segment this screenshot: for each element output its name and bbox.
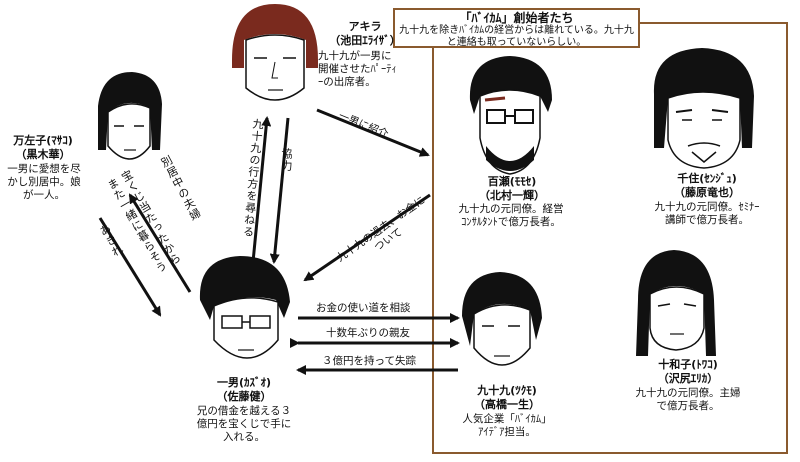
tsukumo-portrait [462,272,542,366]
towako-portrait [636,250,716,356]
label-consult: お金の使い道を相談 [316,302,411,314]
kazuo-name-block: 一男(ｶｽﾞｵ) （佐藤健） [194,376,294,404]
momose-description: 九十九の元同僚。経営ｺﾝｻﾙﾀﾝﾄで億万長者。 [458,203,564,228]
arrow-ask-whereabouts [251,116,272,263]
tsukumo-name-block: 九十九(ﾂｸﾓ) （高橋一生） [462,384,552,412]
kazuo-portrait [199,256,290,359]
kazuo-actor: （佐藤健） [216,390,272,403]
momose-name-block: 百瀬(ﾓﾓｾ) （北村一輝） [462,175,562,203]
masako-portrait [98,72,162,160]
akira-description: 九十九が一男に開催させたﾊﾟｰﾃｨｰの出席者。 [318,50,397,88]
founders-group-header: 「ﾊﾞｲｶﾑ」創始者たち 九十九を除きﾊﾞｲｶﾑの経営からは離れている。九十九と… [393,8,640,48]
kazuo-description: 兄の借金を越える３億円を宝くじで手に入れる。 [196,405,292,443]
masako-actor: （黒木華） [15,148,71,161]
senju-description: 九十九の元同僚。ｾﾐﾅｰ講師で億万長者。 [654,201,760,226]
arrow-lottery [128,193,192,293]
towako-name-block: 十和子(ﾄﾜｺ) （沢尻ｴﾘｶ） [638,358,738,386]
senju-portrait [653,48,754,169]
arrow-cooperation [269,117,290,264]
label-cooperation: 協力 [280,148,293,172]
founders-group-title: 「ﾊﾞｲｶﾑ」創始者たち [459,11,574,25]
akira-name: アキラ [348,20,382,33]
arrow-introduced [316,108,430,157]
akira-actor: （池田ｴﾗｲｻﾞ） [329,34,401,47]
akira-portrait [232,4,318,101]
tsukumo-actor: （高橋一生） [474,398,540,411]
senju-name-block: 千住(ｾﾝｼﾞｭ) （藤原竜也） [652,172,762,200]
senju-actor: （藤原竜也） [674,186,740,199]
towako-actor: （沢尻ｴﾘｶ） [657,372,719,385]
towako-name: 十和子(ﾄﾜｺ) [658,358,718,371]
tsukumo-description: 人気企業「ﾊﾞｲｶﾑ」ｱｲﾃﾞｱ担当。 [462,413,552,438]
masako-description: 一男に愛想を尽かし別居中。娘が一人。 [7,163,81,201]
towako-description: 九十九の元同僚。主婦で億万長者。 [635,387,741,412]
arrow-dumbfounded [98,217,162,317]
momose-actor: （北村一輝） [479,189,545,202]
masako-name-block: 万左子(ﾏｻｺ) （黒木華） [2,134,84,162]
tsukumo-name: 九十九(ﾂｸﾓ) [477,384,537,397]
arrow-past-money [303,193,431,282]
akira-name-block: アキラ （池田ｴﾗｲｻﾞ） [326,20,404,48]
label-best-friend: 十数年ぶりの親友 [326,327,410,339]
founders-group-note: 九十九を除きﾊﾞｲｶﾑの経営からは離れている。九十九と連絡も取っていないらしい。 [399,25,634,48]
momose-portrait [469,56,552,175]
kazuo-name: 一男(ｶｽﾞｵ) [216,376,272,389]
senju-name: 千住(ｾﾝｼﾞｭ) [677,172,737,185]
masako-name: 万左子(ﾏｻｺ) [13,134,73,147]
momose-name: 百瀬(ﾓﾓｾ) [487,175,537,188]
label-disappear: ３億円を持って失踪 [322,355,416,367]
